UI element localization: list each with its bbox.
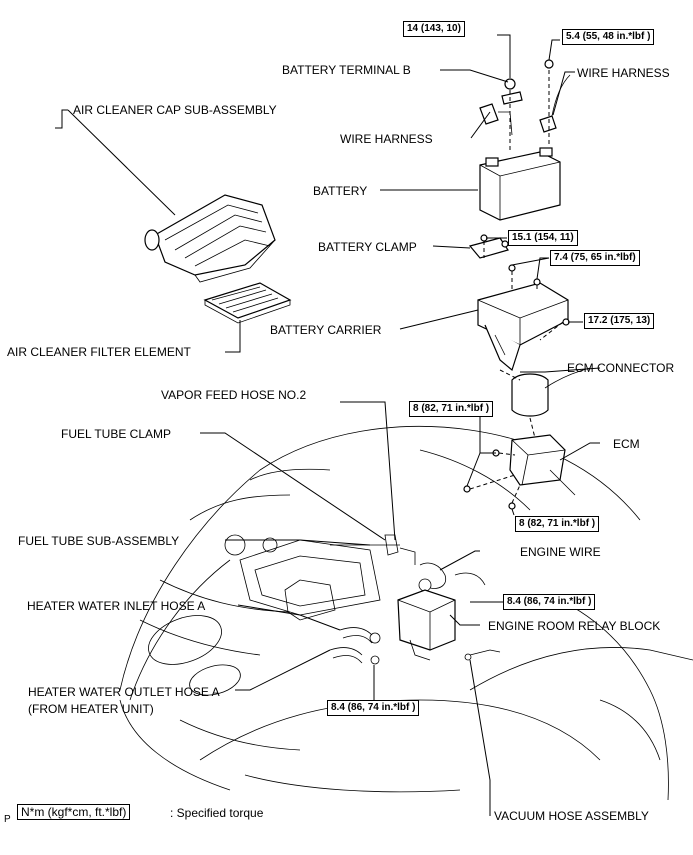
label-vapor-feed-hose: VAPOR FEED HOSE NO.2 (161, 388, 307, 402)
legend-text: : Specified torque (170, 806, 264, 820)
ecm-drawing (463, 367, 591, 510)
label-heater-water-outlet-hose-note: (FROM HEATER UNIT) (28, 702, 154, 716)
torque-ecm-bolts-upper: 8 (82, 71 in.*lbf ) (409, 401, 494, 417)
label-air-cleaner-filter: AIR CLEANER FILTER ELEMENT (7, 345, 191, 359)
terminal-harness-drawing (479, 59, 571, 136)
label-heater-water-inlet-hose: HEATER WATER INLET HOSE A (27, 599, 206, 613)
torque-carrier-side-bolt: 17.2 (175, 13) (584, 313, 655, 329)
leader-lines (55, 34, 601, 816)
label-ecm: ECM (613, 437, 640, 451)
label-air-cleaner-cap: AIR CLEANER CAP SUB-ASSEMBLY (73, 103, 277, 117)
battery-carrier-drawing (477, 264, 570, 372)
torque-ecm-bolt-lower: 8 (82, 71 in.*lbf ) (515, 516, 600, 532)
label-ecm-connector: ECM CONNECTOR (567, 361, 675, 375)
label-fuel-tube-clamp: FUEL TUBE CLAMP (61, 427, 172, 441)
label-heater-water-outlet-hose: HEATER WATER OUTLET HOSE A (28, 685, 220, 699)
air-cleaner-cap-drawing (144, 194, 276, 283)
page-mark: P (4, 814, 11, 825)
label-fuel-tube-sub-assembly: FUEL TUBE SUB-ASSEMBLY (18, 534, 180, 548)
label-wire-harness-left: WIRE HARNESS (340, 132, 433, 146)
label-battery-carrier: BATTERY CARRIER (270, 323, 382, 337)
torque-harness-nut: 5.4 (55, 48 in.*lbf ) (562, 29, 655, 45)
label-battery-terminal-b: BATTERY TERMINAL B (282, 63, 411, 77)
label-wire-harness-right: WIRE HARNESS (577, 66, 670, 80)
torque-terminal-nut: 14 (143, 10) (403, 21, 465, 37)
label-engine-wire: ENGINE WIRE (520, 545, 601, 559)
label-battery: BATTERY (313, 184, 368, 198)
air-filter-drawing (203, 282, 292, 324)
label-vacuum-hose-assembly: VACUUM HOSE ASSEMBLY (494, 809, 649, 823)
label-engine-room-relay-block: ENGINE ROOM RELAY BLOCK (488, 619, 661, 633)
torque-relay-block-bolt: 8.4 (86, 74 in.*lbf ) (503, 594, 596, 610)
engine-bay-components (224, 534, 501, 665)
torque-hose-bolt: 8.4 (86, 74 in.*lbf ) (327, 700, 420, 716)
legend-torque-box: N*m (kgf*cm, ft.*lbf) (17, 804, 131, 820)
label-battery-clamp: BATTERY CLAMP (318, 240, 417, 254)
torque-clamp-bolt: 15.1 (154, 11) (508, 230, 578, 246)
battery-drawing (479, 147, 561, 221)
torque-carrier-bolts: 7.4 (75, 65 in.*lbf) (550, 250, 640, 266)
